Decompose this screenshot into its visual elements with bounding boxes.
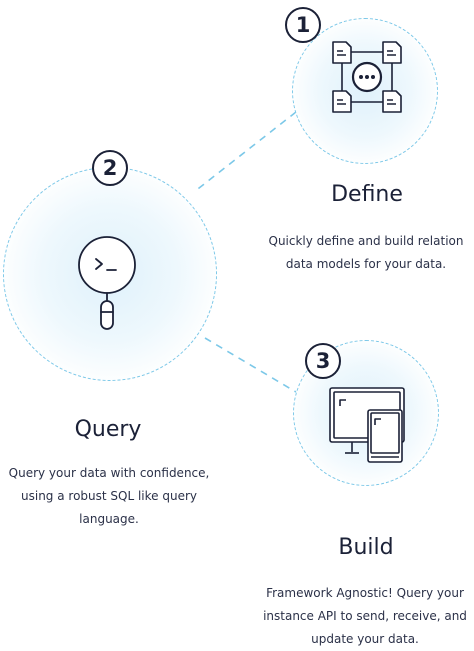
define-description-line: data models for your data. <box>285 257 447 271</box>
connector-query-build <box>204 337 297 393</box>
define-description-line: Quickly define and build relation <box>268 234 464 248</box>
build-description-line: update your data. <box>311 632 419 646</box>
query-description-line: Query your data with confidence, <box>8 466 210 480</box>
step-3-badge: 3 <box>305 343 341 379</box>
step-1-badge: 1 <box>285 7 321 43</box>
define-title: Define <box>331 182 403 207</box>
connector-define-query <box>193 111 297 193</box>
build-description-line: instance API to send, receive, and <box>263 609 467 623</box>
query-title: Query <box>74 417 142 442</box>
terminal-search-icon <box>78 236 136 330</box>
devices-icon <box>329 387 405 463</box>
data-model-icon <box>332 41 402 113</box>
build-description-line: Framework Agnostic! Query your <box>266 586 464 600</box>
query-description-line: using a robust SQL like query <box>21 489 197 503</box>
query-description-line: language. <box>79 512 139 526</box>
query-description: Query your data with confidence, using a… <box>2 462 216 531</box>
define-description: Quickly define and build relation data m… <box>258 230 474 276</box>
step-2-badge: 2 <box>92 150 128 186</box>
build-description: Framework Agnostic! Query your instance … <box>256 582 474 651</box>
build-title: Build <box>338 535 394 560</box>
